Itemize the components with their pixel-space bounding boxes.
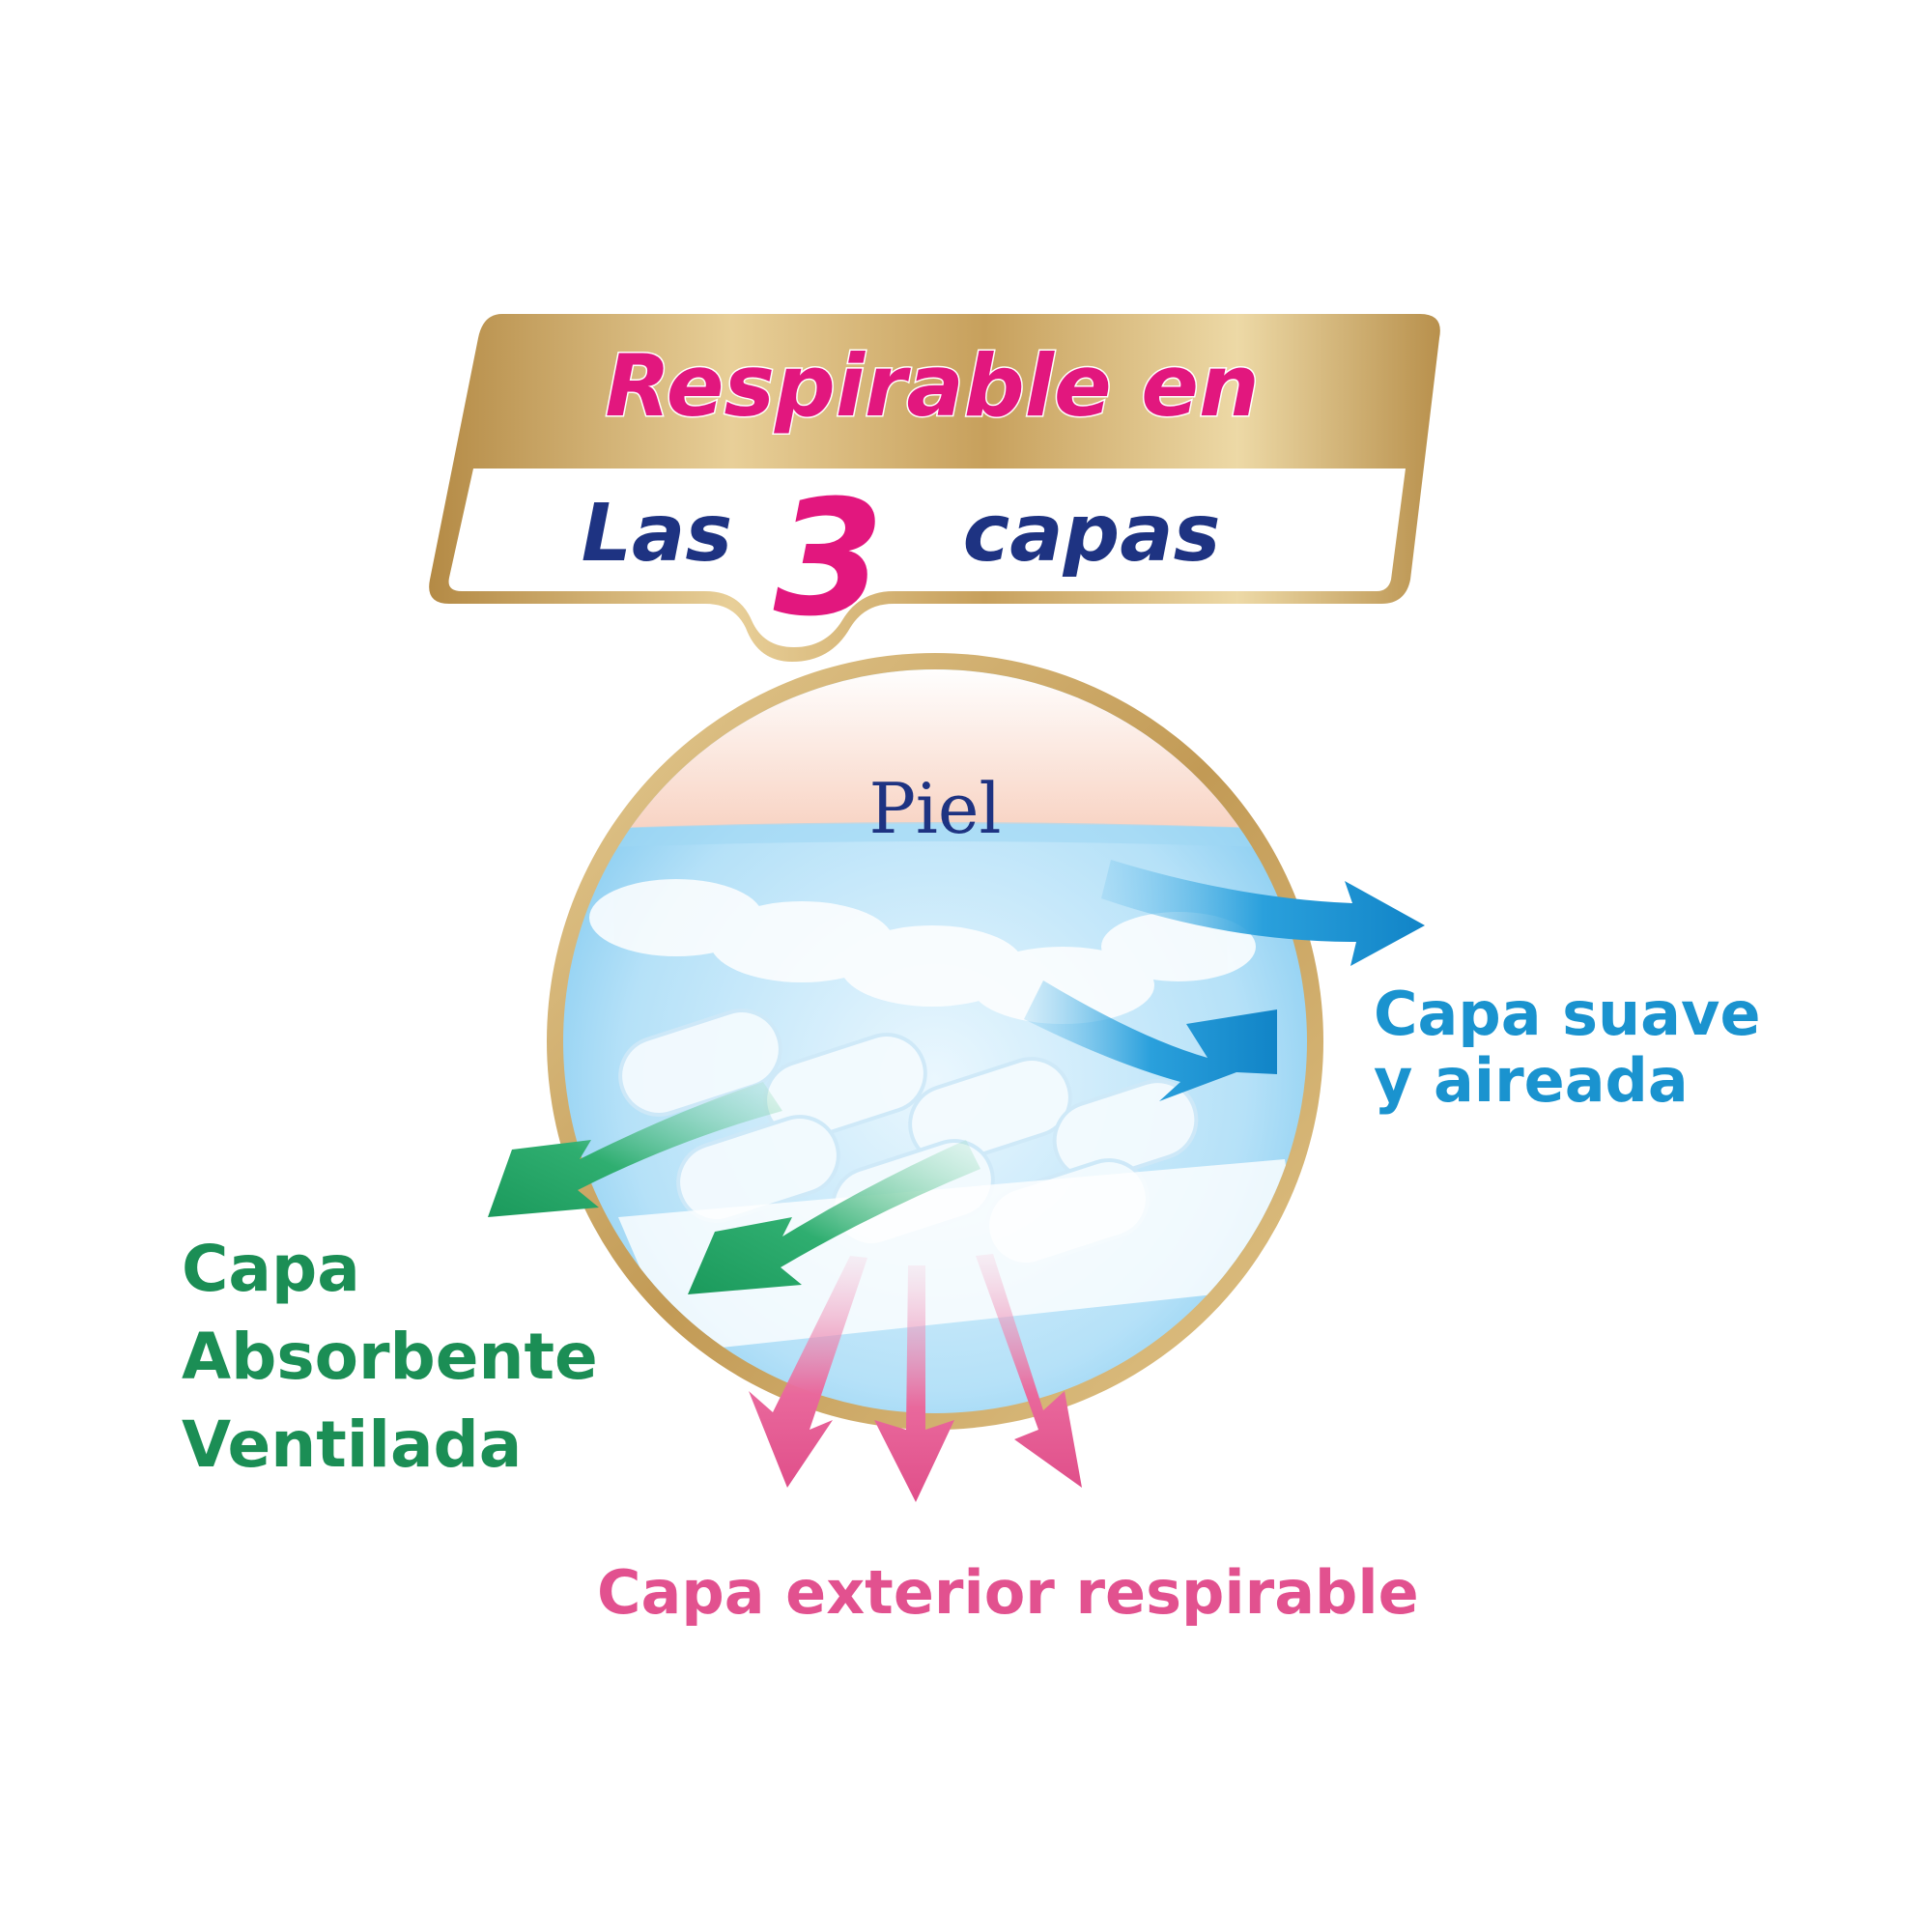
- absorbent-layer-label: Capa Absorbente Ventilada: [182, 1225, 598, 1489]
- outer-layer-label: Capa exterior respirable: [597, 1557, 1419, 1628]
- skin-label: Piel: [868, 768, 1001, 849]
- absorbent-layer-line-3: Ventilada: [182, 1407, 523, 1483]
- soft-layer-line-2: y aireada: [1374, 1045, 1689, 1117]
- curved-down-left-arrow-icon: [688, 1140, 980, 1294]
- down-arrow-icon: [874, 1265, 954, 1502]
- down-arrow-icon: [976, 1254, 1082, 1488]
- pink-arrows: [749, 1254, 1082, 1502]
- badge-number: 3: [774, 466, 885, 651]
- badge-line2-left: Las: [582, 488, 732, 580]
- curved-right-arrow-icon: [1024, 980, 1277, 1101]
- soft-layer-line-1: Capa suave: [1374, 979, 1761, 1049]
- badge-line1: Respirable en: [605, 336, 1259, 436]
- down-arrow-icon: [749, 1256, 867, 1488]
- absorbent-layer-line-2: Absorbente: [182, 1320, 598, 1395]
- curved-right-arrow-icon: [1101, 860, 1425, 966]
- badge-line2-right: capas: [963, 488, 1221, 580]
- green-arrows: [488, 1082, 980, 1294]
- curved-down-left-arrow-icon: [488, 1082, 782, 1217]
- blue-arrows: [1024, 860, 1425, 1101]
- absorbent-layer-line-1: Capa: [182, 1232, 360, 1306]
- soft-layer-label: Capa suave y aireada: [1374, 980, 1761, 1115]
- title-badge: Respirable en Las 3 capas: [429, 314, 1440, 662]
